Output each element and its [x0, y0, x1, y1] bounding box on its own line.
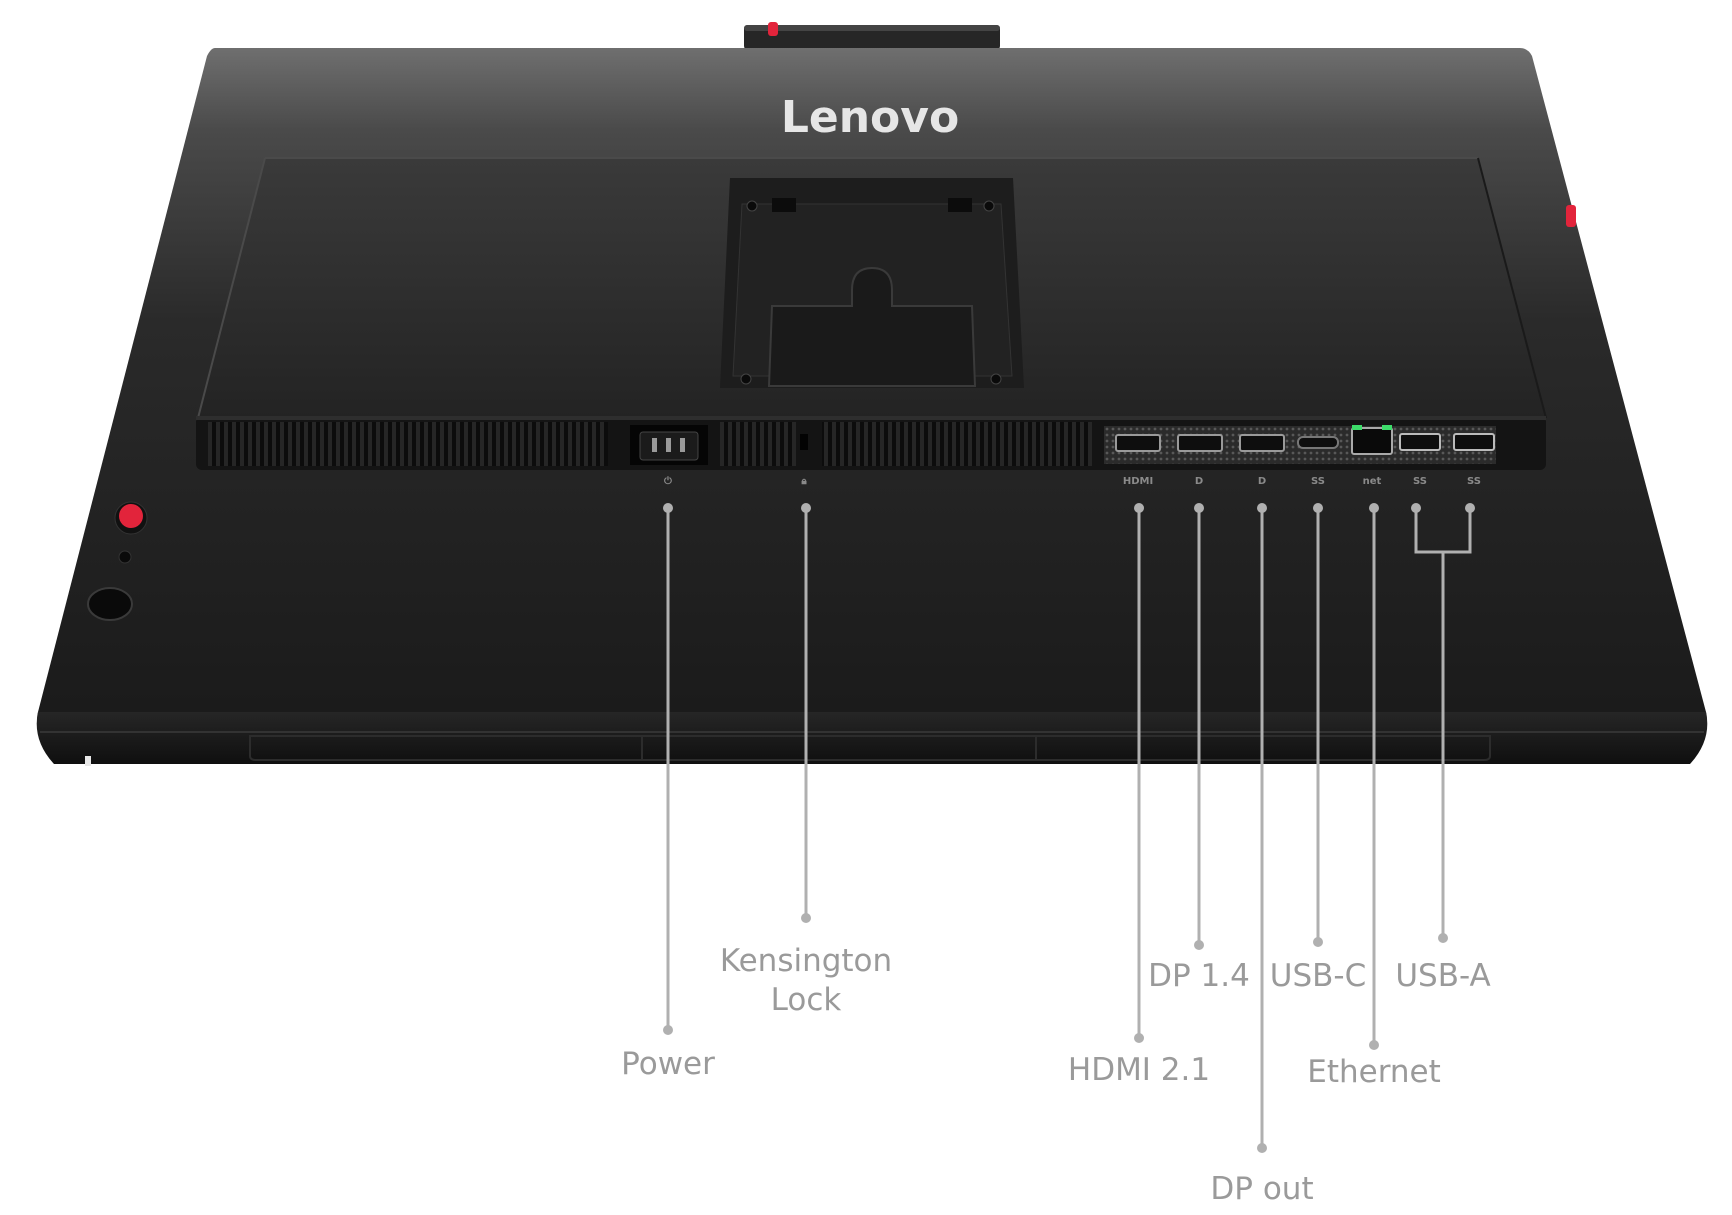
kensington-slot	[800, 434, 808, 450]
lenovo-logo: Lenovo	[781, 92, 959, 143]
power-icon: ⏻	[664, 475, 672, 487]
vent-mid	[720, 422, 796, 466]
label-dp14: DP 1.4	[1148, 958, 1250, 994]
vent-left	[208, 422, 608, 466]
ethernet-icon-text: net	[1363, 476, 1382, 487]
usbc-icon-text: SS	[1311, 476, 1325, 487]
dp-port	[1177, 434, 1223, 452]
leader-lines	[666, 508, 1472, 1148]
label-usba: USB-A	[1395, 958, 1491, 994]
dp-out-port	[1239, 434, 1285, 452]
osd-controls	[87, 501, 148, 621]
vent-right	[822, 422, 1092, 466]
ethernet-port	[1351, 425, 1393, 455]
usba-icon-text-1: SS	[1413, 476, 1427, 487]
label-dp-out: DP out	[1210, 1171, 1314, 1207]
camera-shutter-indicator	[768, 22, 778, 36]
usbc-port	[1297, 436, 1339, 449]
webcam-module	[744, 22, 1000, 50]
label-power: Power	[621, 1046, 715, 1082]
label-hdmi: HDMI 2.1	[1067, 1052, 1211, 1088]
power-socket	[630, 425, 708, 465]
hdmi-icon-text: HDMI	[1123, 476, 1153, 487]
label-usbc: USB-C	[1269, 958, 1367, 994]
hdmi-port	[1115, 434, 1161, 452]
label-kensington-line1: Kensington	[719, 943, 893, 979]
dp-icon-text: D	[1195, 476, 1203, 487]
io-port-bar	[196, 416, 1546, 470]
lock-icon: 🔒︎	[801, 476, 807, 487]
usba-port-1	[1399, 433, 1441, 451]
side-red-button	[1566, 205, 1576, 227]
usba-port-2	[1453, 433, 1495, 451]
vesa-mount-plate	[720, 178, 1024, 388]
usba-icon-text-2: SS	[1467, 476, 1481, 487]
joystick-button	[119, 504, 143, 528]
label-ethernet: Ethernet	[1307, 1054, 1441, 1090]
label-kensington-line2: Lock	[770, 982, 842, 1018]
leader-dots	[663, 503, 1475, 1153]
dp-out-icon-text: D	[1258, 476, 1266, 487]
power-button	[87, 587, 133, 621]
